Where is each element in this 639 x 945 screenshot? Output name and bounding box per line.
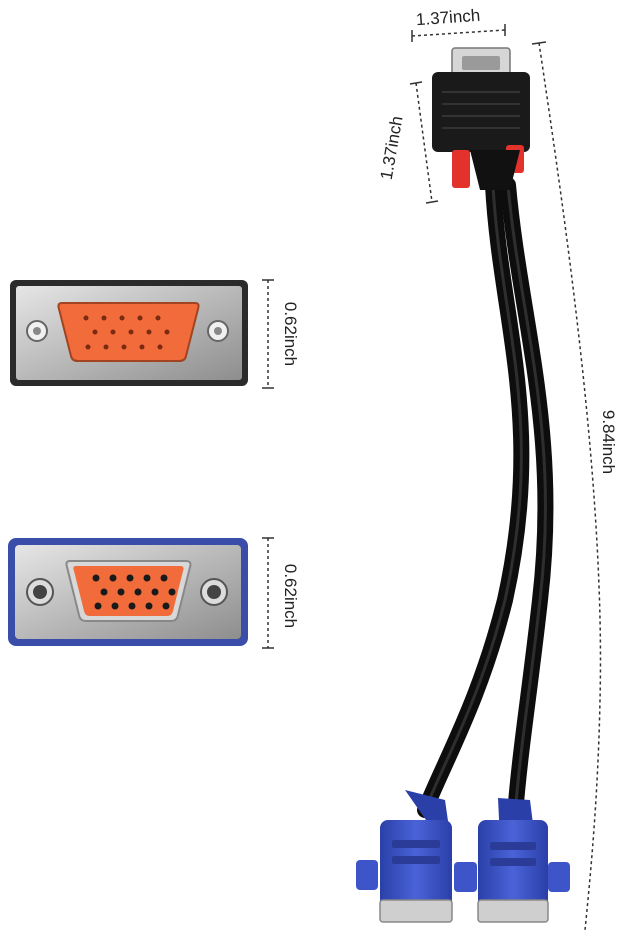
blue-thumbscrew — [548, 862, 570, 892]
connector-body — [432, 72, 530, 152]
female-port-dimension-line — [262, 537, 274, 649]
cable-highlight — [423, 184, 523, 811]
screw-hole-center — [214, 327, 222, 335]
splitter-cable — [417, 177, 554, 823]
blue-thumbscrew — [455, 862, 477, 892]
female-socket-face — [73, 566, 184, 616]
male-port-dimension-line — [262, 279, 274, 389]
plug-grip-line — [392, 840, 440, 848]
plug-metal-shell — [477, 899, 549, 923]
connector-pin-area — [462, 56, 500, 70]
screw-socket-center — [33, 585, 47, 599]
female-vga-port — [8, 538, 248, 646]
connector-grip-lines — [442, 91, 520, 129]
top-width-dimension-line — [411, 24, 506, 42]
plug-grip-line — [392, 856, 440, 864]
plug-metal-shell — [379, 899, 453, 923]
male-vga-port — [10, 280, 248, 386]
strain-relief — [470, 150, 520, 190]
bottom-female-connector-right — [455, 798, 570, 923]
female-sockets — [92, 574, 176, 610]
screw-socket-center — [207, 585, 221, 599]
male-pins — [83, 315, 170, 350]
top-height-dimension-line — [409, 81, 439, 204]
bottom-female-connector-left — [356, 790, 476, 923]
male-port-height-label: 0.62inch — [281, 301, 301, 367]
top-male-connector — [432, 47, 530, 190]
cable-length-label: 9.84inch — [599, 409, 619, 475]
cable-branch-left — [417, 177, 530, 818]
female-port-height-label: 0.62inch — [281, 563, 301, 629]
cable-length-dimension-line — [531, 41, 602, 931]
screw-hole-center — [33, 327, 41, 335]
cable-highlight — [506, 184, 548, 816]
blue-thumbscrew — [356, 860, 378, 890]
plug-grip-line — [490, 858, 536, 866]
red-thumbscrew-left — [452, 150, 470, 188]
plug-grip-line — [490, 842, 536, 850]
